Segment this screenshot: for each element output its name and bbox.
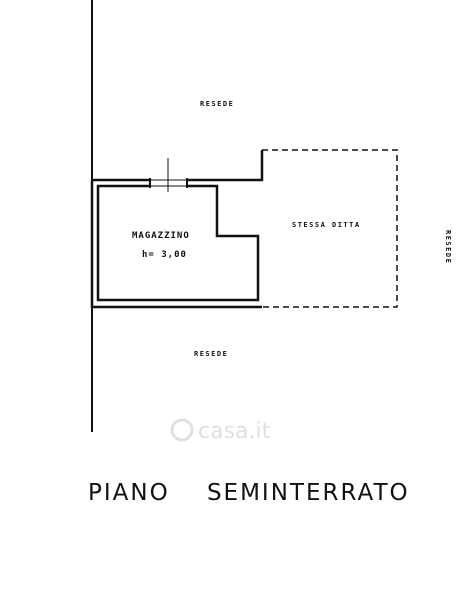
- outer-wall: [90, 150, 264, 309]
- resede-label-bottom: RESEDE: [194, 350, 228, 358]
- adjacent-label: STESSA DITTA: [292, 221, 361, 229]
- room-name-label: MAGAZZINO: [132, 231, 190, 241]
- window-opening: [149, 158, 188, 192]
- resede-label-top: RESEDE: [200, 100, 234, 108]
- plan-title: PIANO SEMINTERRATO: [88, 480, 410, 506]
- casa-watermark-text: casa.it: [198, 419, 271, 444]
- adjacent-property-boundary: [262, 149, 398, 308]
- casa-watermark-logo-icon: [170, 418, 194, 442]
- room-height-label: h= 3,00: [142, 250, 187, 260]
- resede-label-right: RESEDE: [444, 230, 452, 264]
- room-inner-wall: [96, 184, 260, 302]
- casa-watermark: casa.it: [170, 418, 271, 444]
